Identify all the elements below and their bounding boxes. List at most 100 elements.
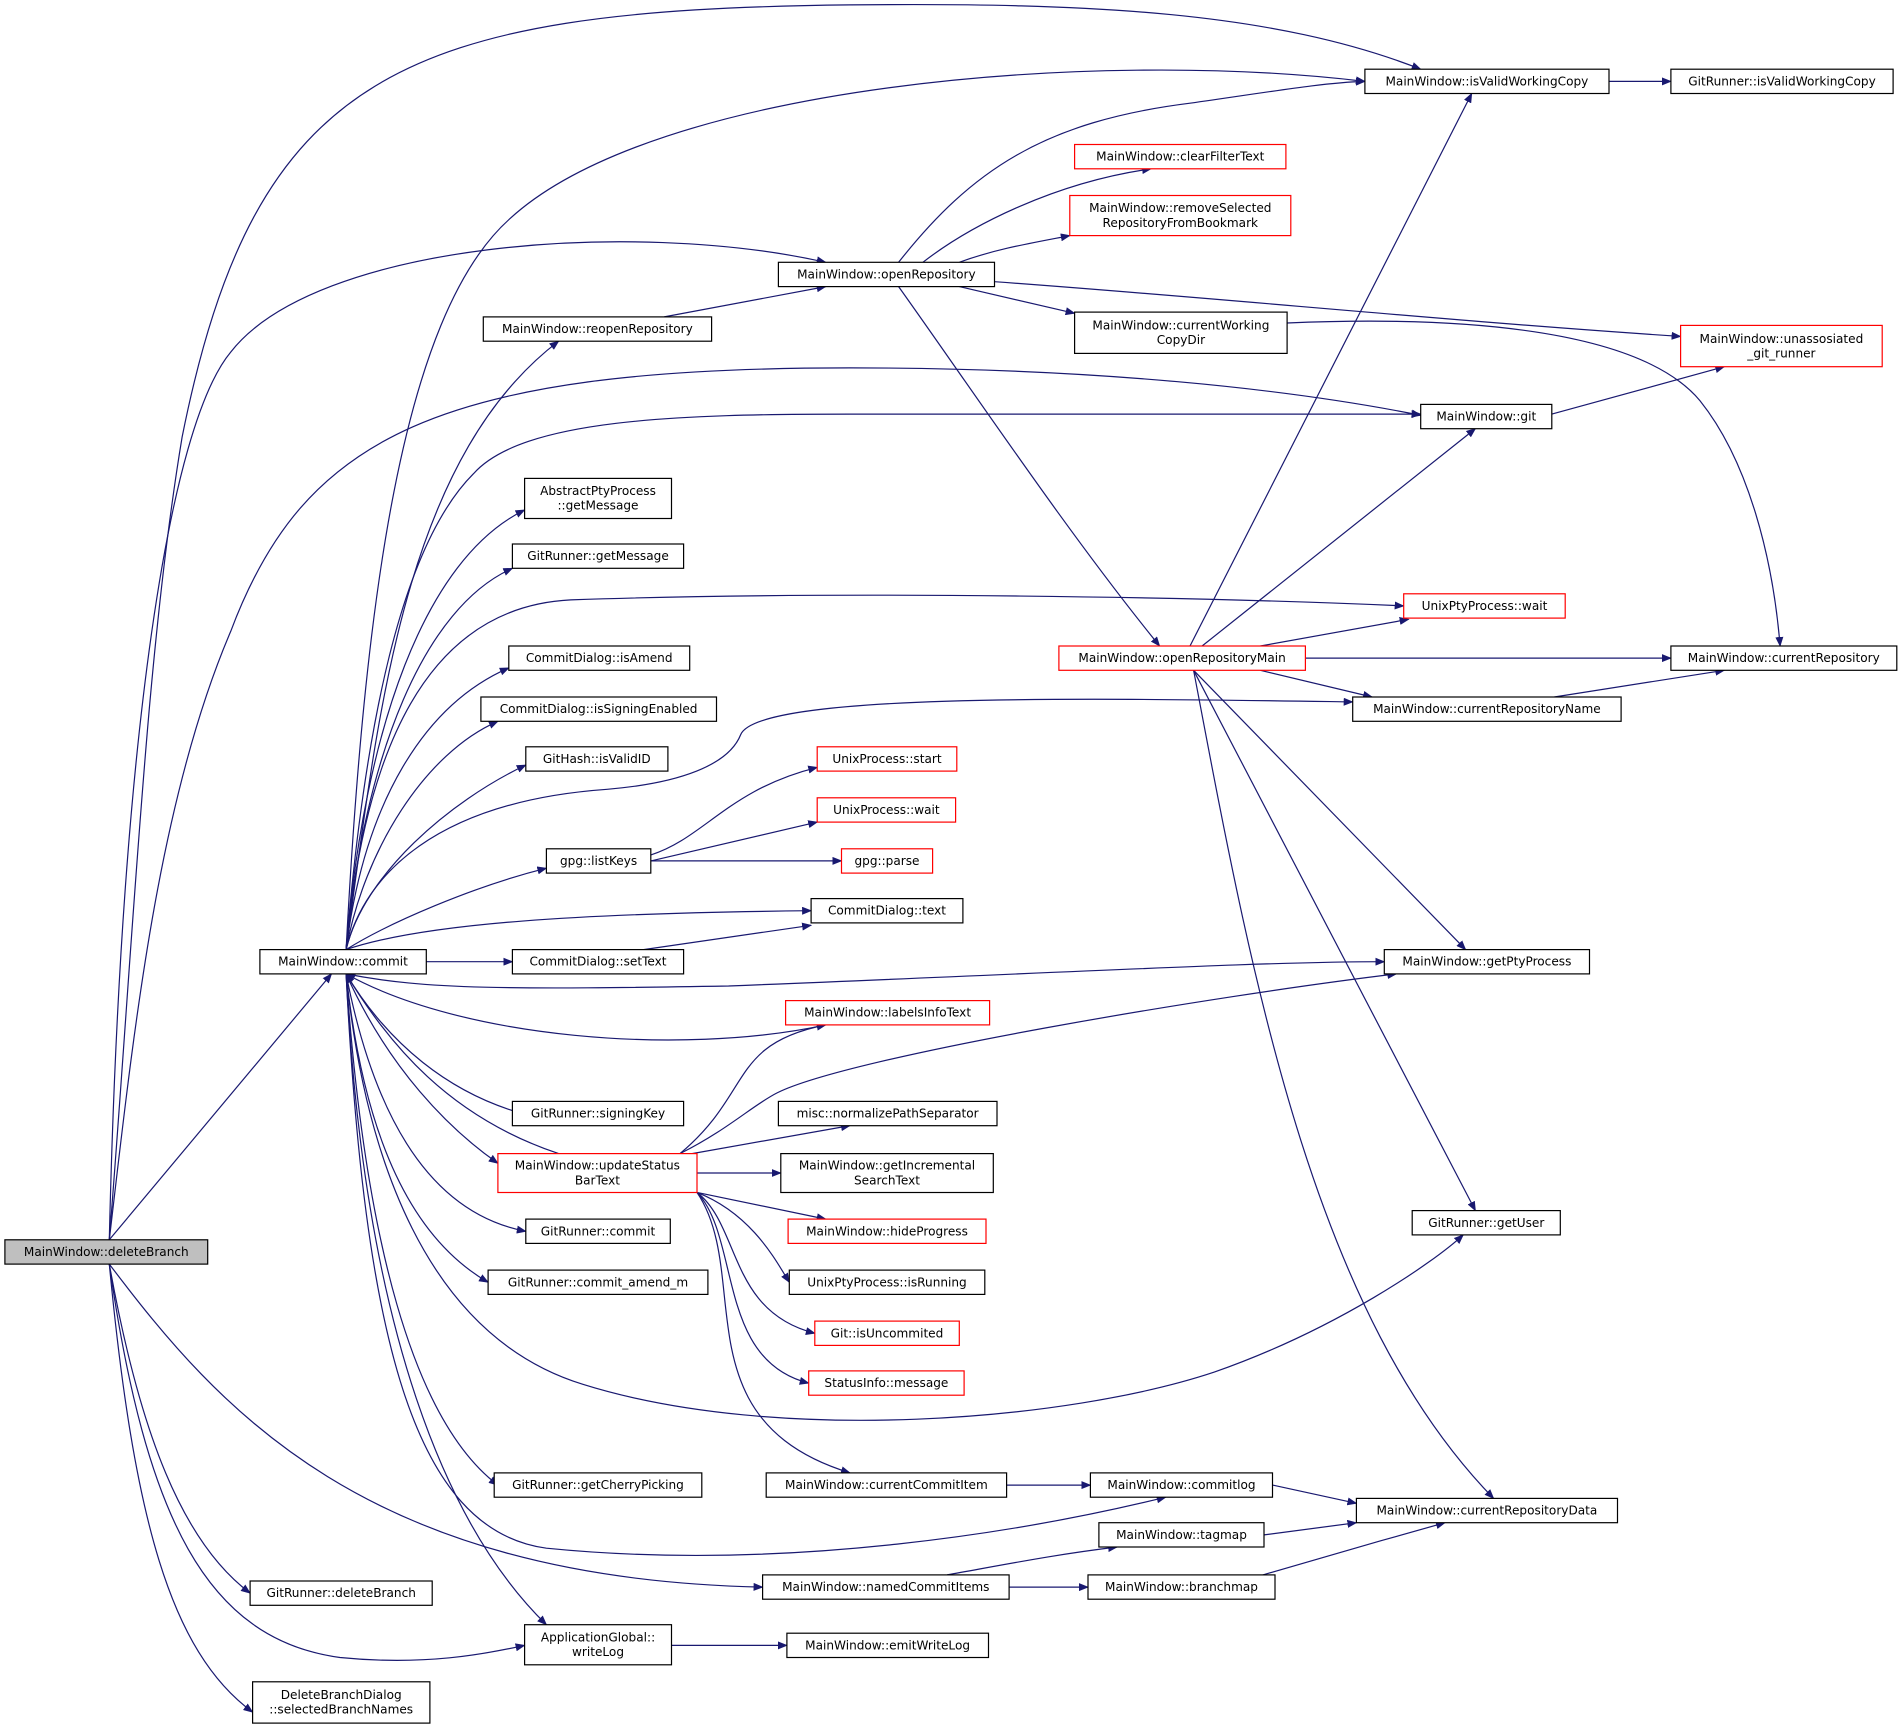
edge-openRepositoryMain-to-currentRepositoryData [1193, 670, 1495, 1500]
node-label: MainWindow::clearFilterText [1096, 150, 1265, 164]
node-openRepositoryMain[interactable]: MainWindow::openRepositoryMain [1058, 645, 1307, 671]
node-upty_isRunning[interactable]: UnixPtyProcess::isRunning [788, 1269, 986, 1295]
node-box [1073, 311, 1288, 355]
node-getUser[interactable]: GitRunner::getUser [1411, 1209, 1561, 1236]
edge-deleteBranch-to-namedCommitItems [108, 1263, 764, 1591]
node-selectedBranchNames[interactable]: DeleteBranchDialog::selectedBranchNames [252, 1681, 431, 1724]
node-namedCommitItems[interactable]: MainWindow::namedCommitItems [761, 1574, 1010, 1600]
edge-commit-to-isAmend [345, 667, 510, 950]
node-label: MainWindow::git [1436, 410, 1536, 424]
edge-labelsInfoText-to-commit [345, 973, 826, 1041]
edge-commitlog-to-currentRepositoryData [1272, 1484, 1358, 1506]
edge-deleteBranch-to-isValidWorkingCopy [108, 3, 1422, 1240]
node-box [761, 1574, 1010, 1600]
node-box [810, 897, 964, 924]
node-isValidID[interactable]: GitHash::isValidID [525, 746, 669, 772]
edge-namedCommitItems-to-tagmap [946, 1544, 1119, 1576]
node-box [786, 1632, 990, 1659]
node-getPtyProcess[interactable]: MainWindow::getPtyProcess [1383, 948, 1591, 975]
node-box [4, 1239, 209, 1265]
node-cd_text[interactable]: CommitDialog::text [810, 897, 964, 924]
edge-openRepository-to-removeSelected [959, 233, 1071, 263]
edge-commit-to-isValidID [345, 764, 527, 950]
node-label: MainWindow::currentRepositoryName [1373, 702, 1601, 716]
node-writeLog[interactable]: ApplicationGlobal::writeLog [523, 1624, 673, 1666]
node-box [1073, 143, 1287, 170]
node-label: MainWindow::namedCommitItems [782, 1580, 989, 1594]
edge-commit-to-isValidWorkingCopy [345, 69, 1366, 950]
node-label: GitRunner::deleteBranch [266, 1586, 415, 1600]
node-label: ::getMessage [557, 499, 638, 513]
node-getCherryPicking[interactable]: GitRunner::getCherryPicking [493, 1472, 703, 1498]
node-label: CommitDialog::isAmend [526, 651, 673, 665]
node-currentCommitItem[interactable]: MainWindow::currentCommitItem [765, 1472, 1008, 1498]
node-box [252, 1681, 431, 1724]
node-upty_wait[interactable]: UnixPtyProcess::wait [1403, 593, 1566, 619]
node-cd_setText[interactable]: CommitDialog::setText [511, 948, 685, 975]
node-label: MainWindow::labelsInfoText [804, 1006, 971, 1020]
edge-commit-to-gr_commit [345, 973, 527, 1234]
node-isAmend[interactable]: CommitDialog::isAmend [508, 645, 691, 671]
node-deleteBranch[interactable]: MainWindow::deleteBranch [4, 1239, 209, 1265]
node-normalizePathSeparator[interactable]: misc::normalizePathSeparator [777, 1100, 998, 1127]
node-gr_deleteBranch[interactable]: GitRunner::deleteBranch [249, 1580, 433, 1606]
node-box [1383, 948, 1591, 975]
node-commit[interactable]: MainWindow::commit [259, 948, 427, 975]
node-tagmap[interactable]: MainWindow::tagmap [1098, 1522, 1265, 1548]
node-label: MainWindow::branchmap [1105, 1580, 1258, 1594]
node-openRepository[interactable]: MainWindow::openRepository [777, 261, 996, 288]
node-gr_getMessage[interactable]: GitRunner::getMessage [511, 543, 685, 569]
node-label: GitRunner::commit [541, 1224, 656, 1238]
edge-commit-to-cd_text [345, 906, 813, 951]
node-gr_commit[interactable]: GitRunner::commit [525, 1218, 671, 1244]
node-git[interactable]: MainWindow::git [1420, 403, 1553, 430]
node-box [1069, 194, 1292, 237]
node-gpg_parse[interactable]: gpg::parse [840, 848, 934, 874]
node-label: MainWindow::openRepositoryMain [1078, 651, 1285, 665]
node-box [1420, 403, 1553, 430]
node-label: MainWindow::getPtyProcess [1402, 955, 1571, 969]
node-labelsInfoText[interactable]: MainWindow::labelsInfoText [784, 999, 991, 1026]
node-uproc_wait[interactable]: UnixProcess::wait [816, 797, 957, 823]
node-listKeys[interactable]: gpg::listKeys [545, 848, 652, 874]
node-branchmap[interactable]: MainWindow::branchmap [1087, 1574, 1276, 1600]
node-reopenRepository[interactable]: MainWindow::reopenRepository [482, 316, 713, 342]
edge-updateStatusBarText-to-hideProgress [696, 1191, 827, 1222]
node-box [1411, 1209, 1561, 1236]
node-apty_getMessage[interactable]: AbstractPtyProcess::getMessage [523, 477, 673, 520]
node-clearFilterText[interactable]: MainWindow::clearFilterText [1073, 143, 1287, 170]
node-commit_amend_m[interactable]: GitRunner::commit_amend_m [487, 1269, 709, 1295]
edge-commit-to-currentRepositoryName [345, 697, 1354, 950]
node-isSigningEnabled[interactable]: CommitDialog::isSigningEnabled [480, 696, 718, 722]
node-uproc_start[interactable]: UnixProcess::start [816, 746, 958, 772]
node-box [523, 477, 673, 520]
node-signingKey[interactable]: GitRunner::signingKey [511, 1100, 685, 1127]
edge-openRepository-to-clearFilterText [922, 166, 1153, 263]
node-removeSelected[interactable]: MainWindow::removeSelectedRepositoryFrom… [1069, 194, 1292, 237]
node-emitWriteLog[interactable]: MainWindow::emitWriteLog [786, 1632, 990, 1659]
node-isValidWorkingCopy[interactable]: MainWindow::isValidWorkingCopy [1364, 68, 1610, 95]
node-commitlog[interactable]: MainWindow::commitlog [1089, 1472, 1274, 1498]
node-box [1670, 68, 1894, 95]
node-isUncommited[interactable]: Git::isUncommited [814, 1320, 960, 1346]
edge-updateStatusBarText-to-normalizePathSeparator [691, 1123, 851, 1155]
edge-updateStatusBarText-to-commit [345, 973, 559, 1155]
node-box [777, 1100, 998, 1127]
node-currentRepository[interactable]: MainWindow::currentRepository [1670, 645, 1898, 671]
node-gr_isValidWorkingCopy[interactable]: GitRunner::isValidWorkingCopy [1670, 68, 1894, 95]
node-currentRepositoryData[interactable]: MainWindow::currentRepositoryData [1355, 1497, 1619, 1524]
node-label: CommitDialog::isSigningEnabled [500, 702, 698, 716]
edge-openRepositoryMain-to-getUser [1193, 670, 1476, 1212]
node-hideProgress[interactable]: MainWindow::hideProgress [787, 1218, 987, 1244]
node-statusInfo_message[interactable]: StatusInfo::message [808, 1370, 965, 1396]
edge-deleteBranch-to-commit [108, 973, 333, 1241]
edge-openRepository-to-unassosiated [994, 281, 1682, 340]
node-label: RepositoryFromBookmark [1103, 216, 1259, 230]
node-unassosiated[interactable]: MainWindow::unassosiated_git_runner [1679, 324, 1883, 368]
node-label: MainWindow::tagmap [1116, 1528, 1247, 1542]
node-currentRepositoryName[interactable]: MainWindow::currentRepositoryName [1352, 696, 1622, 722]
